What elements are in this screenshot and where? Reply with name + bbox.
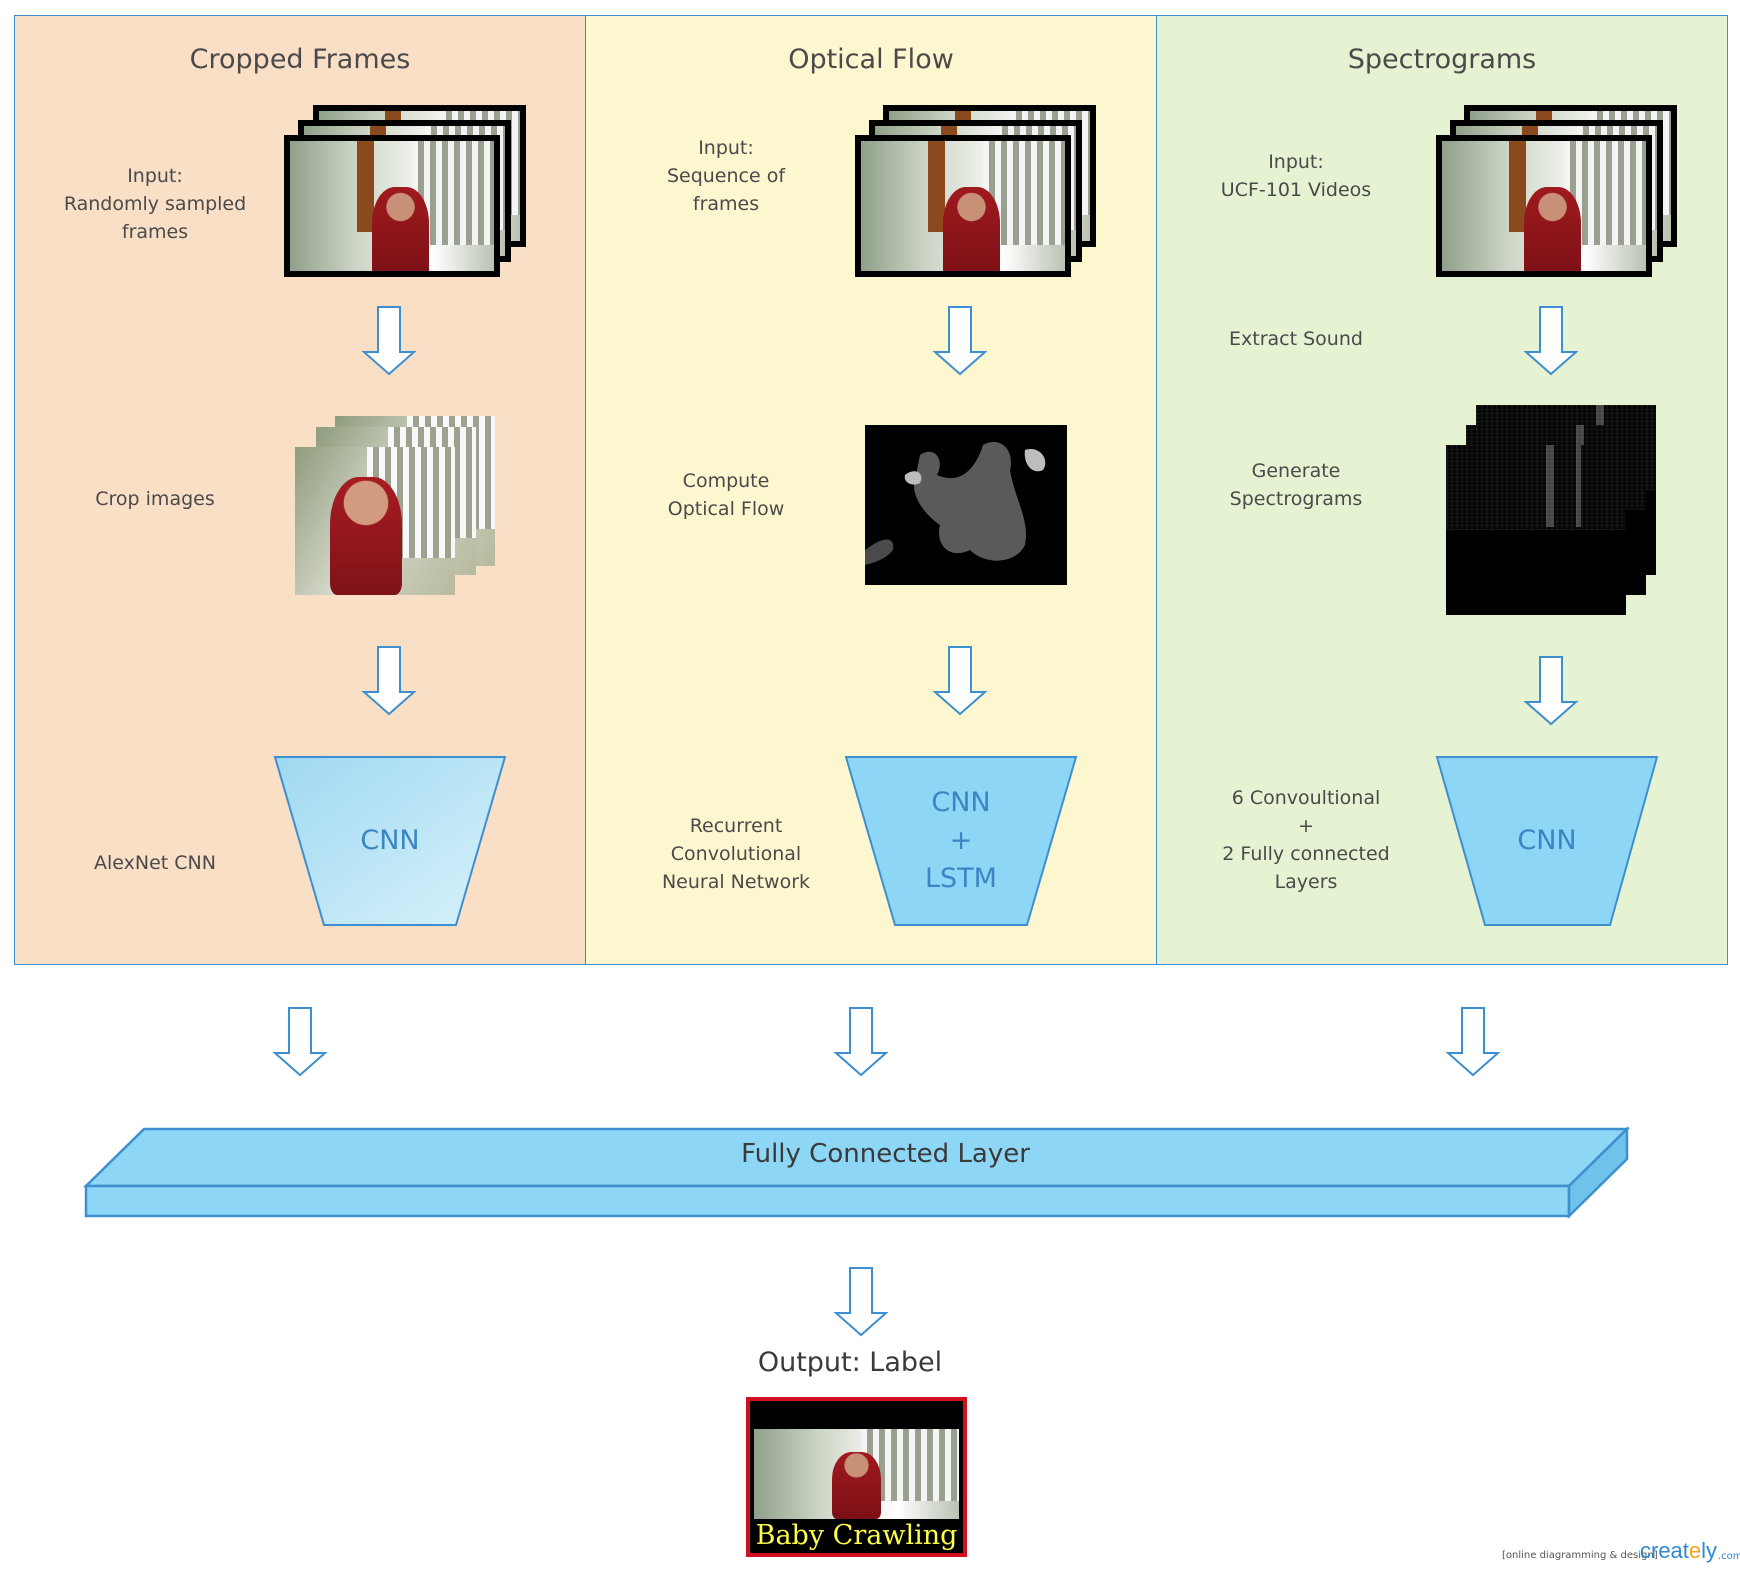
- output-label: Output: Label: [757, 1347, 943, 1378]
- column-title: Optical Flow: [788, 44, 954, 75]
- video-frame: [855, 135, 1071, 277]
- cnn-lstm-label: CNN + LSTM: [925, 787, 997, 894]
- down-arrow-icon: [361, 646, 417, 716]
- step-label: Crop images: [95, 488, 215, 510]
- input-label: Input: Randomly sampled frames: [63, 165, 247, 243]
- watermark-tagline: [online diagramming & design]: [1502, 1550, 1658, 1561]
- fc-layer-side: [1567, 1126, 1629, 1219]
- output-caption: Baby Crawling: [750, 1520, 963, 1551]
- fc-layer: Fully Connected Layer: [144, 1129, 1627, 1186]
- fc-layer-label: Fully Connected Layer: [741, 1139, 1030, 1169]
- video-frame: [1436, 135, 1652, 277]
- input-label: Input: UCF-101 Videos: [1220, 151, 1372, 201]
- cnn-trapezoid: [273, 756, 507, 926]
- fc-layer-front: [84, 1184, 1571, 1218]
- down-arrow-icon: [833, 1267, 889, 1337]
- spectrogram-image: [1446, 445, 1626, 615]
- watermark-domain: .com: [1718, 1551, 1740, 1562]
- cropped-image: [295, 447, 455, 595]
- cnn-label: CNN: [1517, 825, 1577, 856]
- down-arrow-icon: [1523, 656, 1579, 726]
- down-arrow-icon: [932, 306, 988, 376]
- step-label: Generate Spectrograms: [1229, 460, 1363, 510]
- optical-flow-image: [865, 425, 1067, 585]
- logo-text-accent: e: [1688, 1538, 1702, 1563]
- model-label: AlexNet CNN: [94, 852, 216, 874]
- model-label: 6 Convoultional + 2 Fully connected Laye…: [1222, 787, 1390, 893]
- output-scene: [754, 1429, 959, 1519]
- down-arrow-icon: [1445, 1007, 1501, 1077]
- down-arrow-icon: [1523, 306, 1579, 376]
- output-image: Baby Crawling: [746, 1397, 967, 1557]
- extract-label: Extract Sound: [1229, 328, 1363, 350]
- column-title: Cropped Frames: [189, 44, 411, 75]
- down-arrow-icon: [833, 1007, 889, 1077]
- step-label: Compute Optical Flow: [667, 470, 785, 520]
- down-arrow-icon: [361, 306, 417, 376]
- logo-text: creat: [1640, 1538, 1689, 1563]
- cnn-trapezoid: [1435, 756, 1659, 926]
- creately-logo: creately: [1640, 1538, 1717, 1564]
- cnn-lstm-trapezoid: [844, 756, 1078, 926]
- logo-text-end: ly: [1701, 1538, 1718, 1563]
- input-label: Input: Sequence of frames: [666, 137, 786, 215]
- cnn-label: CNN: [360, 825, 420, 856]
- model-label: Recurrent Convolutional Neural Network: [661, 815, 811, 893]
- video-frame: [284, 135, 500, 277]
- down-arrow-icon: [932, 646, 988, 716]
- down-arrow-icon: [272, 1007, 328, 1077]
- column-title: Spectrograms: [1347, 44, 1537, 75]
